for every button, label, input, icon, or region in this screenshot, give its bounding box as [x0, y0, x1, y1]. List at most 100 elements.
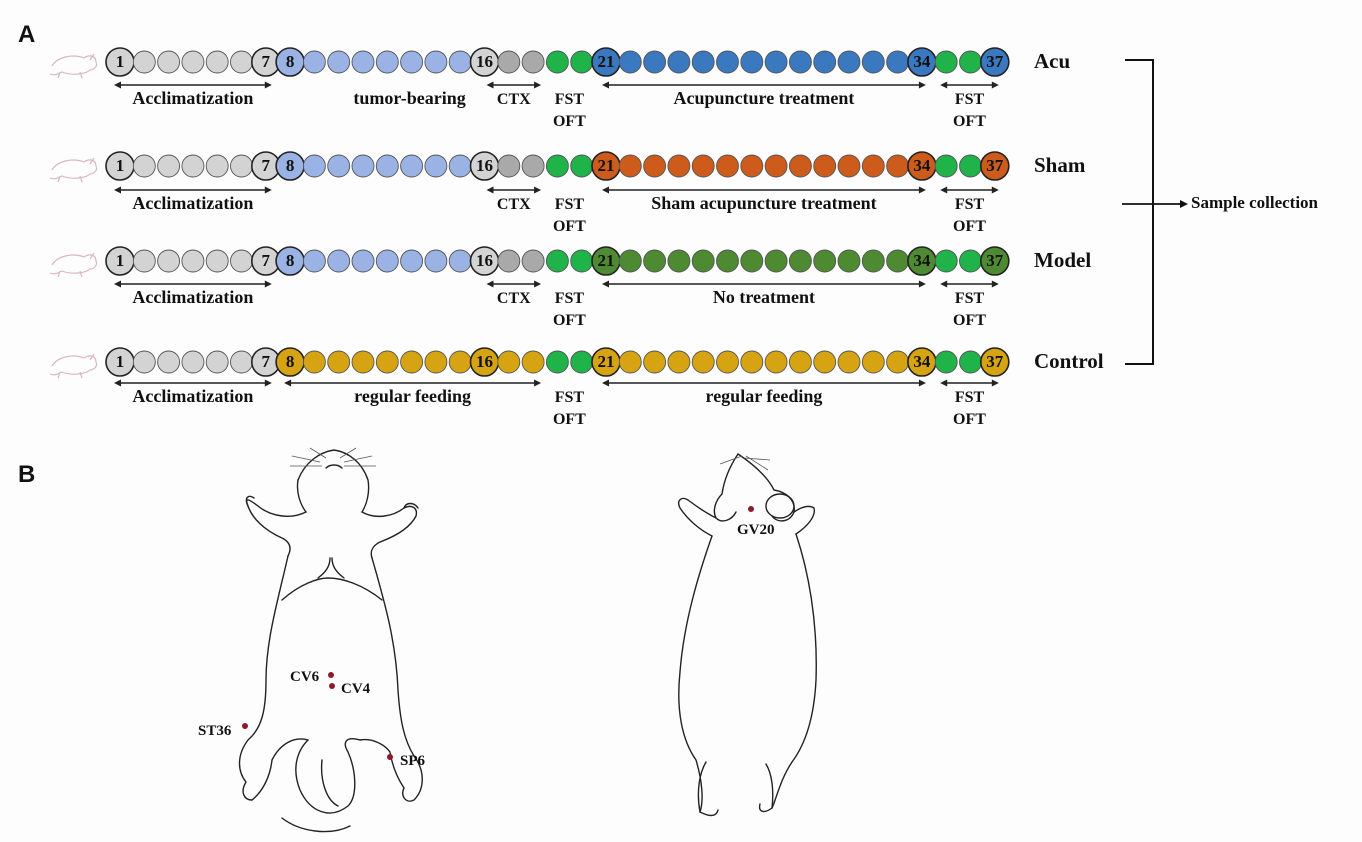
day-circle	[375, 350, 399, 374]
mouse-dorsal-illustration	[678, 453, 817, 817]
day-number-label: 21	[598, 52, 615, 71]
phase-label-line2: OFT	[553, 218, 586, 235]
day-circle	[979, 246, 1010, 276]
day-circle	[570, 50, 594, 74]
day-circle	[837, 350, 861, 374]
day-number-label: 16	[476, 251, 493, 270]
day-circle	[181, 50, 205, 74]
phase-span-arrow	[486, 280, 542, 288]
day-circle	[545, 350, 569, 374]
phase-label: CTX	[497, 91, 531, 108]
phase-label: Sham acupuncture treatment	[651, 193, 876, 213]
day-circle	[424, 50, 448, 74]
day-number-label: 21	[598, 352, 615, 371]
day-circle	[205, 154, 229, 178]
day-circle	[691, 50, 715, 74]
phase-label-line2: OFT	[553, 312, 586, 329]
day-circle	[205, 249, 229, 273]
day-circle	[545, 154, 569, 178]
day-circle	[764, 50, 788, 74]
day-circle	[302, 50, 326, 74]
group-name-label: Sham	[1034, 153, 1086, 177]
phase-label: FST	[555, 389, 585, 406]
day-circle	[861, 50, 885, 74]
day-circle	[400, 249, 424, 273]
mouse-icon	[49, 157, 98, 183]
day-circle	[132, 154, 156, 178]
day-circle	[181, 249, 205, 273]
acupoint-dot	[387, 754, 393, 760]
day-circle	[716, 249, 739, 273]
day-circle	[861, 154, 885, 178]
day-circle	[205, 50, 229, 74]
day-circle	[618, 50, 642, 74]
phase-span-arrow	[486, 81, 542, 89]
mouse-icon	[49, 353, 98, 379]
day-circle	[643, 249, 667, 273]
phase-label: Acclimatization	[132, 88, 253, 108]
day-number-label: 7	[262, 52, 271, 71]
day-circle	[157, 350, 181, 374]
phase-label: FST	[955, 91, 985, 108]
day-circle	[813, 350, 837, 374]
day-number-label: 34	[913, 156, 931, 175]
group-name-label: Control	[1034, 349, 1104, 373]
day-circle	[934, 350, 958, 374]
day-circle	[788, 350, 812, 374]
acupoint-label: GV20	[737, 522, 775, 538]
day-circle	[570, 249, 594, 273]
day-circle	[618, 154, 642, 178]
day-circle	[497, 249, 521, 273]
day-number-label: 21	[598, 251, 615, 270]
group-name-label: Acu	[1034, 49, 1070, 73]
day-circle	[716, 154, 739, 178]
acupoint-label: ST36	[198, 723, 232, 739]
phase-span-arrow	[602, 379, 926, 387]
acupoint-label: SP6	[400, 753, 426, 769]
phase-label: CTX	[497, 196, 531, 213]
phase-label: Acclimatization	[132, 386, 253, 406]
day-number-label: 7	[262, 352, 271, 371]
day-circle	[643, 50, 667, 74]
day-circle	[764, 350, 788, 374]
day-circle	[740, 154, 764, 178]
day-circle	[861, 350, 885, 374]
phase-span-arrow	[114, 280, 272, 288]
phase-label: tumor-bearing	[353, 88, 465, 108]
day-circle	[979, 151, 1010, 181]
day-circle	[351, 50, 375, 74]
day-circle	[327, 249, 351, 273]
day-circle	[375, 249, 399, 273]
day-circle	[521, 350, 545, 374]
day-circle	[497, 154, 521, 178]
day-number-label: 37	[986, 52, 1004, 71]
day-circle	[132, 50, 156, 74]
day-circle	[327, 350, 351, 374]
phase-label: Acclimatization	[132, 193, 253, 213]
phase-span-arrow	[940, 81, 999, 89]
day-circle	[497, 50, 521, 74]
day-number-label: 37	[986, 352, 1004, 371]
day-circle	[716, 350, 739, 374]
acupoint-label: CV6	[290, 669, 320, 685]
phase-label: FST	[955, 196, 985, 213]
phase-label: FST	[555, 196, 585, 213]
phase-span-arrow	[114, 81, 272, 89]
day-circle	[521, 50, 545, 74]
phase-span-arrow	[114, 379, 272, 387]
panel-label-a: A	[18, 21, 35, 48]
phase-label-line2: OFT	[953, 218, 986, 235]
day-circle	[740, 249, 764, 273]
day-circle	[788, 249, 812, 273]
day-circle	[230, 350, 253, 374]
day-number-label: 8	[286, 352, 295, 371]
day-circle	[375, 50, 399, 74]
day-number-label: 1	[116, 52, 125, 71]
day-circle	[424, 249, 448, 273]
day-circle	[230, 154, 253, 178]
day-circle	[302, 350, 326, 374]
day-circle	[448, 350, 472, 374]
